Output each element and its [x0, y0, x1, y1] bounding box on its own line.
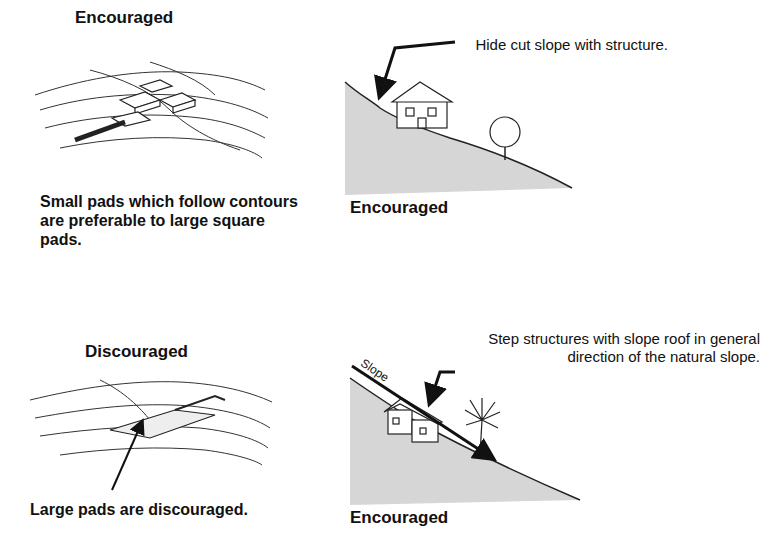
leader-arrow — [380, 42, 455, 95]
note-text: Hide cut slope with structure. — [458, 36, 668, 54]
panel-heading: Discouraged — [85, 342, 245, 362]
panel-heading: Encouraged — [350, 508, 510, 528]
caption-text: Small pads which follow contours are pre… — [40, 192, 305, 250]
road — [175, 396, 225, 410]
panel-heading: Encouraged — [75, 8, 235, 28]
contour-sketch — [35, 62, 268, 158]
hill-fill — [345, 82, 572, 195]
house — [392, 82, 452, 128]
leader-arrow — [112, 422, 142, 490]
hill-line — [345, 82, 572, 188]
small-pads — [112, 80, 195, 126]
leader-arrow — [430, 372, 455, 402]
tree — [490, 117, 520, 160]
contour-sketch — [30, 380, 272, 465]
palm — [465, 398, 500, 455]
driveway — [75, 122, 125, 140]
large-pad — [110, 410, 215, 438]
caption-text: Large pads are discouraged. — [30, 500, 330, 519]
panel-heading: Encouraged — [350, 198, 510, 218]
note-text: Step structures with slope roof in gener… — [430, 330, 760, 366]
slope-arrow — [352, 366, 492, 458]
